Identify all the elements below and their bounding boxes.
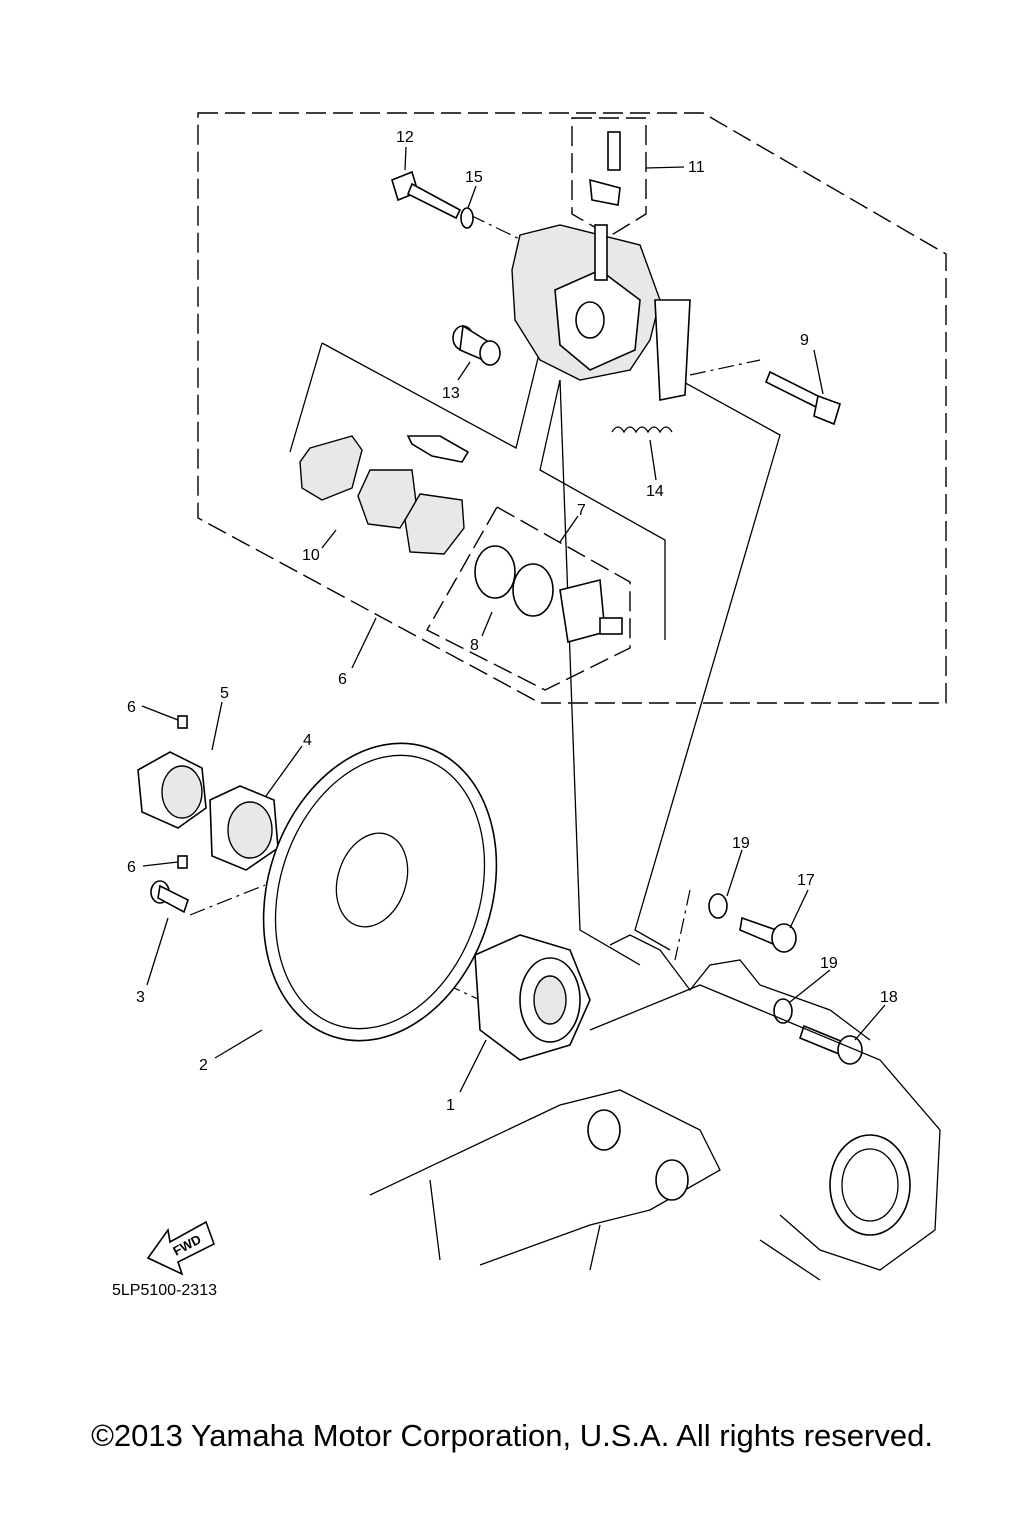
caliper-body bbox=[511, 224, 691, 401]
bolt-10 bbox=[764, 370, 841, 426]
callout-5: 5 bbox=[220, 685, 229, 702]
brake-pad-2 bbox=[357, 469, 417, 529]
callout-16: 15 bbox=[465, 169, 483, 186]
set-screw-6-top bbox=[177, 715, 188, 729]
pad-bracket bbox=[289, 342, 541, 453]
callout-7: 6 bbox=[338, 671, 347, 688]
callout-13: 12 bbox=[396, 129, 414, 146]
washer-19-upper bbox=[708, 893, 728, 919]
caliper-assembly-outline bbox=[197, 112, 947, 704]
callout-19-upper: 19 bbox=[732, 835, 750, 852]
callout-11: 10 bbox=[302, 547, 320, 564]
diagram-code: 5LP5100-2313 bbox=[112, 1282, 217, 1299]
bolt-3 bbox=[150, 880, 189, 914]
washer-16 bbox=[460, 207, 474, 229]
brake-disc bbox=[262, 742, 498, 1042]
pin-14 bbox=[452, 324, 501, 366]
callout-8: 7 bbox=[577, 502, 586, 519]
callout-19-lower: 19 bbox=[820, 955, 838, 972]
disc-hub bbox=[474, 934, 591, 1061]
axis-line-10 bbox=[689, 359, 761, 376]
axis-line-disc bbox=[339, 934, 481, 1001]
callout-14: 13 bbox=[442, 385, 460, 402]
washer-19-lower bbox=[773, 998, 793, 1024]
bleed-screw-outline bbox=[571, 117, 647, 237]
piston-seal-1 bbox=[474, 545, 516, 599]
callout-2: 2 bbox=[199, 1057, 208, 1074]
spring-clip bbox=[406, 435, 470, 463]
leader-lines bbox=[141, 146, 886, 1093]
callout-9: 8 bbox=[470, 637, 479, 654]
mount-line-left bbox=[559, 379, 641, 966]
callout-17: 17 bbox=[797, 872, 815, 889]
copyright-notice: ©2013 Yamaha Motor Corporation, U.S.A. A… bbox=[91, 1418, 933, 1453]
axis-line-17 bbox=[674, 889, 691, 961]
axis-line-3 bbox=[189, 884, 266, 916]
callout-10: 9 bbox=[800, 332, 809, 349]
piston-set-outline bbox=[426, 506, 631, 691]
brake-pad-1 bbox=[299, 435, 363, 501]
axle-nut-5 bbox=[137, 751, 207, 829]
axis-line-13 bbox=[469, 214, 533, 246]
bleed-screw bbox=[589, 131, 621, 206]
mount-line-right bbox=[634, 379, 781, 951]
bolt-17 bbox=[739, 916, 797, 953]
fwd-arrow-icon: FWD bbox=[146, 1220, 215, 1276]
callout-6-top: 6 bbox=[127, 699, 136, 716]
set-screw-6-bottom bbox=[177, 855, 188, 869]
callout-18: 18 bbox=[880, 989, 898, 1006]
piston bbox=[559, 578, 623, 644]
callout-15: 14 bbox=[646, 483, 664, 500]
callout-1: 1 bbox=[446, 1097, 455, 1114]
callout-6-bottom: 6 bbox=[127, 859, 136, 876]
bolt-18 bbox=[799, 1024, 863, 1065]
callout-4: 4 bbox=[303, 732, 312, 749]
spring-bracket bbox=[539, 379, 666, 640]
callout-12: 11 bbox=[688, 159, 705, 176]
brake-pad-3 bbox=[404, 493, 465, 555]
bolt-13 bbox=[391, 170, 462, 220]
axle-nut-4 bbox=[209, 785, 279, 871]
piston-seal-2 bbox=[512, 563, 554, 617]
callout-3: 3 bbox=[136, 989, 145, 1006]
swingarm bbox=[369, 934, 941, 1281]
spring-15 bbox=[611, 426, 673, 434]
